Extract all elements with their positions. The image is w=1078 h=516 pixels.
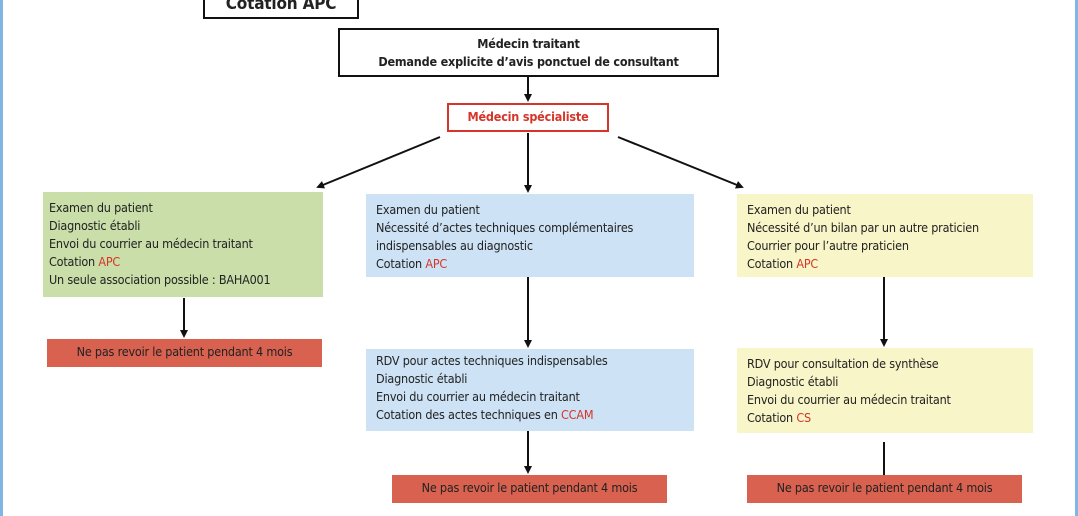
cotation-apc-box: Cotation APC (203, 0, 359, 19)
line-text: Envoi du courrier au médecin traitant (747, 392, 951, 407)
line-text: Envoi du courrier au médecin traitant (376, 389, 580, 404)
box-line: Examen du patient (747, 201, 1023, 219)
line-text: Cotation (376, 256, 426, 271)
line-text: Envoi du courrier au médecin traitant (49, 236, 253, 251)
referral-line: Demande explicite d’avis ponctuel de con… (378, 54, 679, 69)
arrow-specialist-to-right (617, 136, 744, 189)
line-text: Examen du patient (49, 200, 153, 215)
right-border (1075, 0, 1078, 516)
highlighted-code: APC (98, 254, 121, 269)
box-line: Cotation APC (747, 255, 1023, 273)
box-line: Cotation des actes techniques en CCAM (376, 406, 684, 424)
line-text: RDV pour actes techniques indispensables (376, 353, 608, 368)
box-line: Cotation APC (49, 253, 317, 271)
middle-warning-box: Ne pas revoir le patient pendant 4 mois (392, 475, 667, 503)
line-text: Diagnostic établi (49, 218, 141, 233)
box-line: Nécessité d’un bilan par un autre pratic… (747, 219, 1023, 237)
line-text: Cotation (747, 410, 797, 425)
box-line: Un seule association possible : BAHA001 (49, 271, 317, 289)
line-text: Nécessité d’actes techniques complémenta… (376, 220, 634, 235)
line-text: Diagnostic établi (747, 374, 839, 389)
box-line: Envoi du courrier au médecin traitant (747, 391, 1023, 409)
specialist-box: Médecin spécialiste (447, 103, 609, 132)
box-line: RDV pour actes techniques indispensables (376, 352, 684, 370)
box-line: Courrier pour l’autre praticien (747, 237, 1023, 255)
box-line: indispensables au diagnostic (376, 237, 684, 255)
box-line: Examen du patient (49, 199, 317, 217)
line-text: Courrier pour l’autre praticien (747, 238, 909, 253)
highlighted-code: CCAM (561, 407, 594, 422)
box-line: Cotation CS (747, 409, 1023, 427)
referral-box: Médecin traitant Demande explicite d’avi… (338, 28, 719, 77)
line-text: Cotation (49, 254, 99, 269)
line-text: Examen du patient (376, 202, 480, 217)
right-warning-box: Ne pas revoir le patient pendant 4 mois (747, 475, 1022, 503)
referral-line: Médecin traitant (477, 36, 580, 51)
line-text: Examen du patient (747, 202, 851, 217)
box-line: Cotation APC (376, 255, 684, 273)
box-line: Diagnostic établi (49, 217, 317, 235)
warning-label: Ne pas revoir le patient pendant 4 mois (421, 480, 638, 495)
box-line: RDV pour consultation de synthèse (747, 355, 1023, 373)
warning-label: Ne pas revoir le patient pendant 4 mois (776, 480, 993, 495)
line-text: Cotation (747, 256, 797, 271)
line-text: Cotation des actes techniques en (376, 407, 562, 422)
highlighted-code: CS (796, 410, 811, 425)
left-border (0, 0, 3, 516)
box-line: Diagnostic établi (747, 373, 1023, 391)
box-line: Examen du patient (376, 201, 684, 219)
middle-rdv-box: RDV pour actes techniques indispensables… (366, 349, 694, 431)
warning-label: Ne pas revoir le patient pendant 4 mois (76, 344, 293, 359)
specialist-label: Médecin spécialiste (467, 109, 589, 124)
line-text: Diagnostic établi (376, 371, 468, 386)
highlighted-code: APC (425, 256, 448, 271)
line-text: Un seule association possible : BAHA001 (49, 272, 271, 287)
left-warning-box: Ne pas revoir le patient pendant 4 mois (47, 339, 322, 367)
line-text: indispensables au diagnostic (376, 238, 533, 253)
line-text: RDV pour consultation de synthèse (747, 356, 939, 371)
cotation-apc-label: Cotation APC (225, 0, 337, 14)
arrow-specialist-to-left (316, 136, 441, 189)
box-line: Diagnostic établi (376, 370, 684, 388)
box-line: Nécessité d’actes techniques complémenta… (376, 219, 684, 237)
box-line: Envoi du courrier au médecin traitant (49, 235, 317, 253)
box-line: Envoi du courrier au médecin traitant (376, 388, 684, 406)
line-text: Nécessité d’un bilan par un autre pratic… (747, 220, 979, 235)
highlighted-code: APC (796, 256, 819, 271)
